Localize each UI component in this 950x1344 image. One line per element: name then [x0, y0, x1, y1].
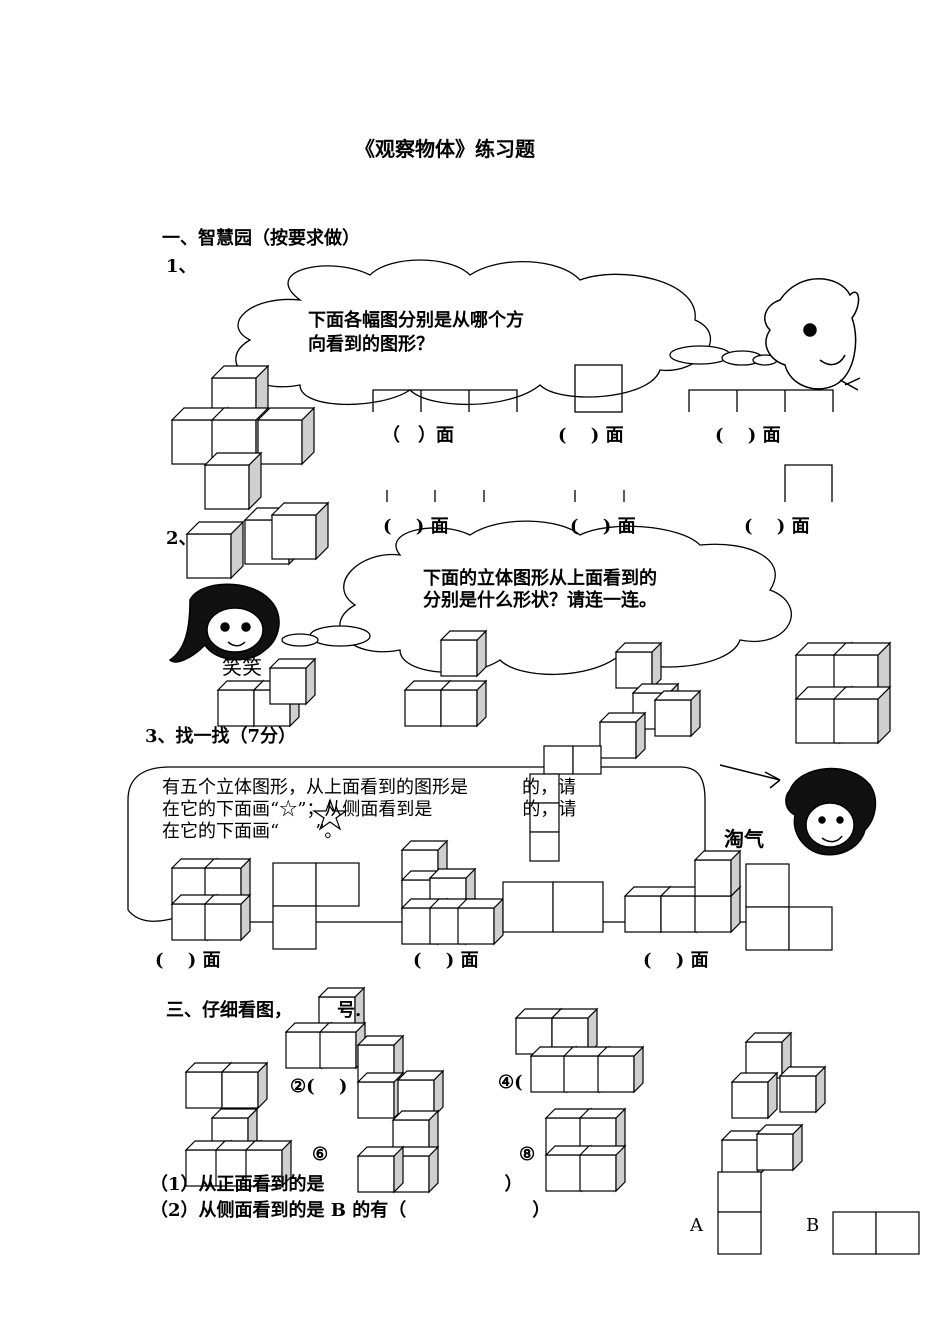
q1-blank-5[interactable]: ( ) 面	[570, 516, 636, 537]
section3-heading: 3、找一找（7分）	[145, 726, 297, 747]
q2-bubble-text: 下面的立体图形从上面看到的 分别是什么形状？请连一连。	[423, 568, 657, 611]
dog-icon	[764, 278, 861, 391]
shape-examples	[529, 745, 602, 862]
option-label-a: A	[690, 1215, 703, 1236]
q1-blank-2[interactable]: ( ) 面	[558, 425, 624, 446]
speech-bubble-cloud	[235, 259, 778, 406]
view-shapes-q1	[372, 364, 834, 502]
cube-figure-q2-c	[795, 642, 891, 744]
label-8: ⑧	[519, 1144, 536, 1165]
q1-blank-4[interactable]: ( ) 面	[383, 516, 449, 537]
page-title: 《观察物体》练习题	[355, 137, 535, 161]
figure-set-3	[171, 840, 833, 951]
q1-blank-6[interactable]: ( ) 面	[744, 516, 810, 537]
s3-blank-1[interactable]: ( ) 面	[155, 950, 221, 971]
girl-icon	[168, 583, 280, 663]
label-2[interactable]: ②( )	[290, 1076, 348, 1097]
boy-icon	[719, 764, 877, 856]
cube-figure-q2	[186, 452, 329, 579]
s3-blank-2[interactable]: ( ) 面	[413, 950, 479, 971]
q1-blank-1[interactable]: （ ）面	[382, 425, 454, 446]
text-box	[127, 766, 706, 910]
q1-blank-3[interactable]: ( ) 面	[715, 425, 781, 446]
part3-heading: 三、仔细看图， 号.	[166, 1000, 362, 1021]
q1-number: 1、	[166, 256, 197, 277]
option-shapes	[717, 1171, 920, 1255]
character-name-taoqi: 淘气	[724, 827, 764, 851]
star-icon	[312, 798, 348, 831]
question-side-view[interactable]: （2）从侧面看到的是 B 的有（ ）	[150, 1200, 551, 1221]
s3-blank-3[interactable]: ( ) 面	[643, 950, 709, 971]
character-name-xiaoxiao: 笑笑	[222, 655, 262, 679]
section1-heading: 一、智慧园（按要求做）	[162, 228, 360, 249]
q1-bubble-text: 下面各幅图分别是从哪个方 向看到的图形？	[308, 310, 524, 355]
section3-box-text: 有五个立体图形，从上面看到的图形是 的，请 在它的下面画“☆”；从侧面看到是 的…	[162, 777, 577, 842]
option-label-b: B	[806, 1215, 820, 1236]
label-6: ⑥	[312, 1144, 329, 1165]
question-front-view[interactable]: （1）从正面看到的是 ）	[150, 1174, 523, 1195]
label-4[interactable]: ④(	[498, 1072, 523, 1093]
q2-number: 2、	[166, 528, 197, 549]
